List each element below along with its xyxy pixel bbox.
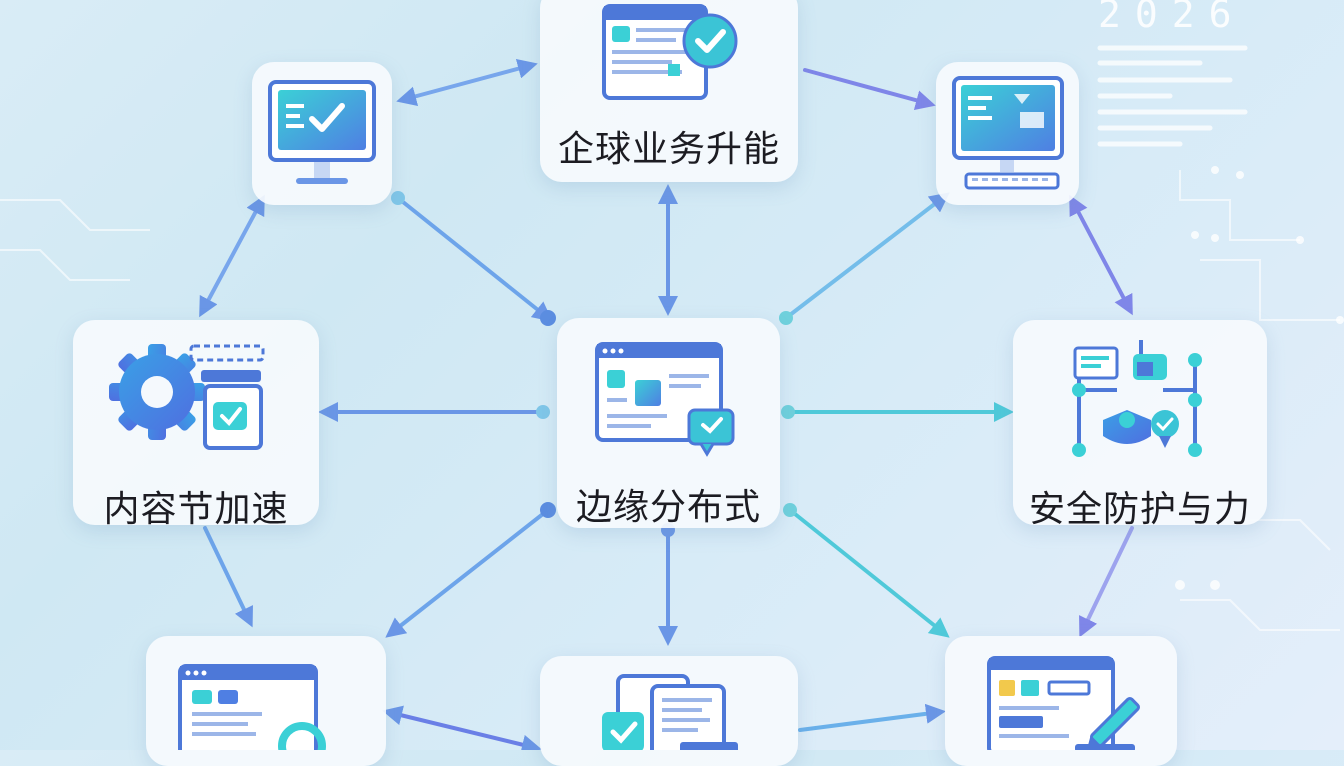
monitor-check-icon (268, 80, 376, 184)
node-bottom-left[interactable] (146, 636, 386, 766)
year-text: 2026 (1098, 0, 1246, 36)
node-bottom-center[interactable] (540, 656, 798, 766)
node-label-mid-right: 安全防护与力 (1028, 489, 1251, 530)
node-mid-left[interactable]: 内容节加速 (73, 320, 319, 530)
browser-search-icon (178, 664, 326, 750)
node-top-center[interactable]: 企球业务升能 (540, 0, 798, 182)
arrow-center-topright (784, 192, 950, 320)
node-center[interactable]: 边缘分布式 (557, 318, 780, 528)
arrow-topleft-center (396, 196, 553, 322)
document-check-icon (602, 4, 738, 100)
arrow-midleft-bottomleft (203, 526, 253, 628)
node-label-top-center: 企球业务升能 (557, 129, 780, 170)
node-mid-right[interactable]: 安全防护与力 (1013, 320, 1267, 530)
arrow-midright-bottomright (1079, 526, 1134, 638)
arrow-bottomcenter-bottomright (798, 703, 946, 732)
arrow-bottomleft-bottomcenter (382, 705, 542, 750)
arrow-center-bottomleft (385, 508, 550, 638)
connector-arrows (199, 58, 1134, 750)
node-top-left[interactable] (252, 62, 392, 205)
desktop-computer-icon (952, 76, 1064, 190)
documents-check-icon (602, 674, 738, 750)
browser-chat-icon (595, 342, 735, 457)
node-label-center: 边缘分布式 (575, 487, 761, 528)
background-circuit-decoration (0, 0, 1344, 750)
arrow-topleft-midleft (199, 194, 265, 318)
arrow-topleft-topcenter (396, 58, 538, 107)
security-network-icon (1072, 340, 1202, 457)
arrow-topright-midright (1069, 194, 1133, 316)
node-bottom-right[interactable] (945, 636, 1177, 766)
gear-browser-icon (109, 344, 265, 450)
arrow-center-bottomright (788, 508, 950, 638)
node-label-mid-left: 内容节加速 (103, 489, 289, 530)
arrow-topcenter-topright (803, 68, 936, 110)
document-edit-icon (987, 656, 1141, 750)
node-top-right[interactable] (936, 62, 1079, 205)
